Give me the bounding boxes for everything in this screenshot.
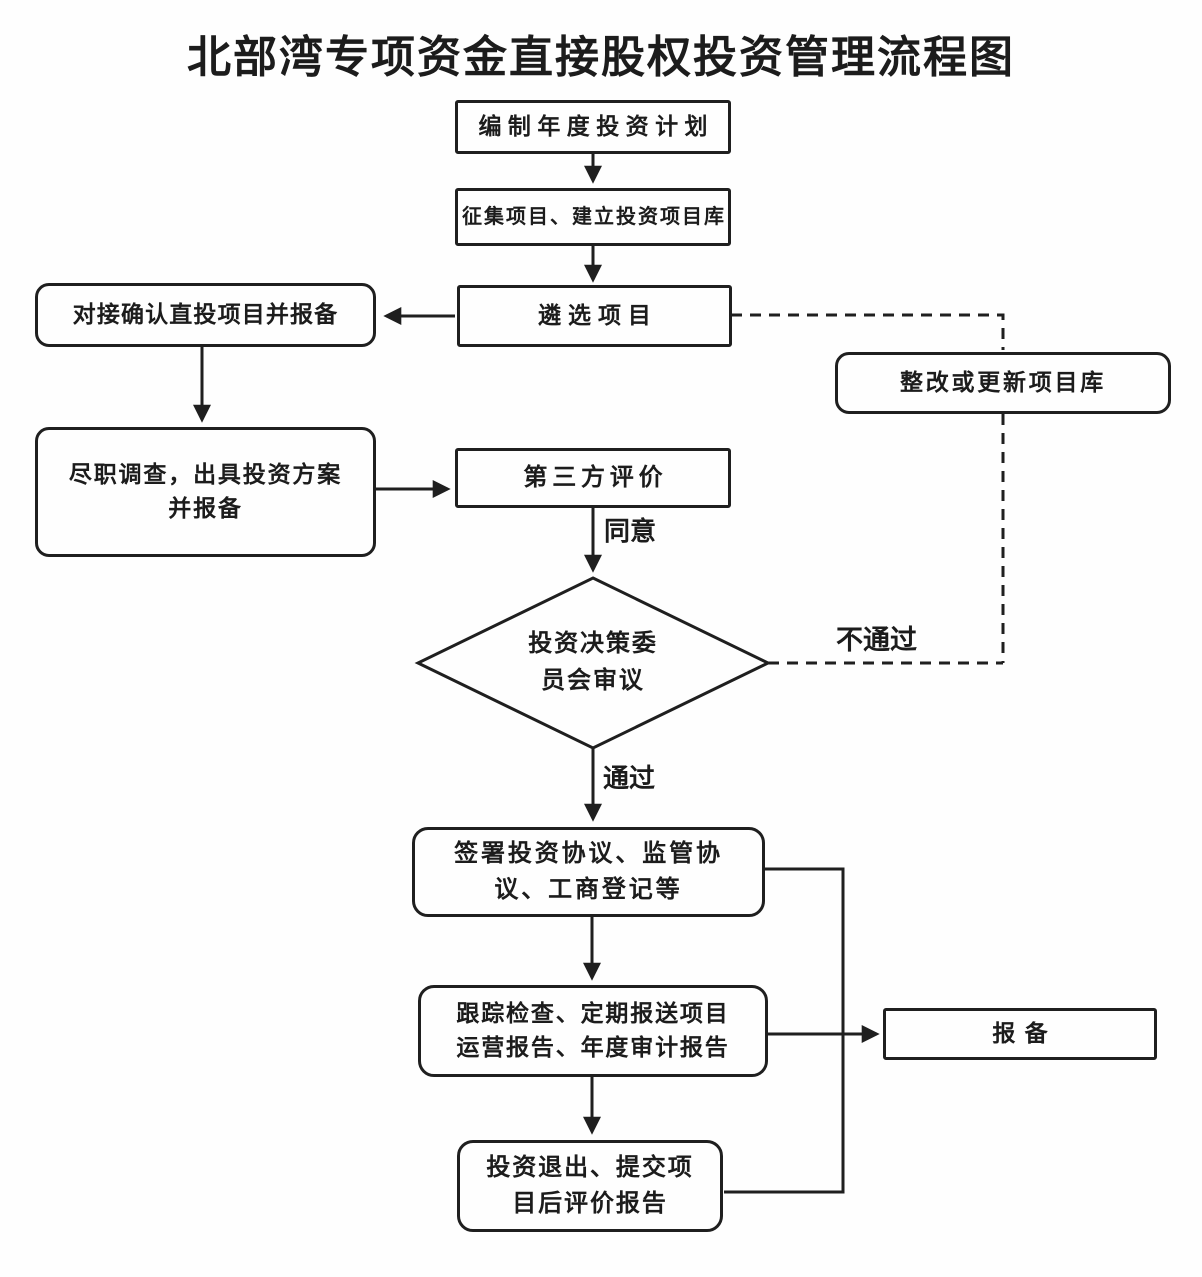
edge-label-fail: 不通过: [836, 625, 917, 655]
node-plan: 编制年度投资计划: [455, 100, 731, 154]
line-sign-exit-merge: [724, 867, 845, 1194]
node-exit: 投资退出、提交项 目后评价报告: [457, 1140, 723, 1232]
node-select: 遴选项目: [457, 285, 732, 347]
decision-diamond-shape: [414, 576, 772, 750]
node-report: 报备: [883, 1008, 1157, 1060]
node-confirm: 对接确认直投项目并报备: [35, 283, 376, 347]
page-title: 北部湾专项资金直接股权投资管理流程图: [187, 33, 1015, 82]
node-track: 跟踪检查、定期报送项目 运营报告、年度审计报告: [418, 985, 768, 1077]
node-sign: 签署投资协议、监管协 议、工商登记等: [412, 827, 765, 917]
node-committee: 投资决策委 员会审议: [528, 630, 658, 694]
edge-label-pass: 通过: [603, 763, 656, 793]
node-third-party: 第三方评价: [455, 448, 731, 508]
edge-label-agree: 同意: [604, 516, 657, 546]
node-collect: 征集项目、建立投资项目库: [455, 188, 731, 246]
node-diligence: 尽职调查，出具投资方案 并报备: [35, 427, 376, 557]
node-rectify: 整改或更新项目库: [835, 352, 1171, 414]
dashed-select-to-rectify: [731, 313, 1005, 350]
